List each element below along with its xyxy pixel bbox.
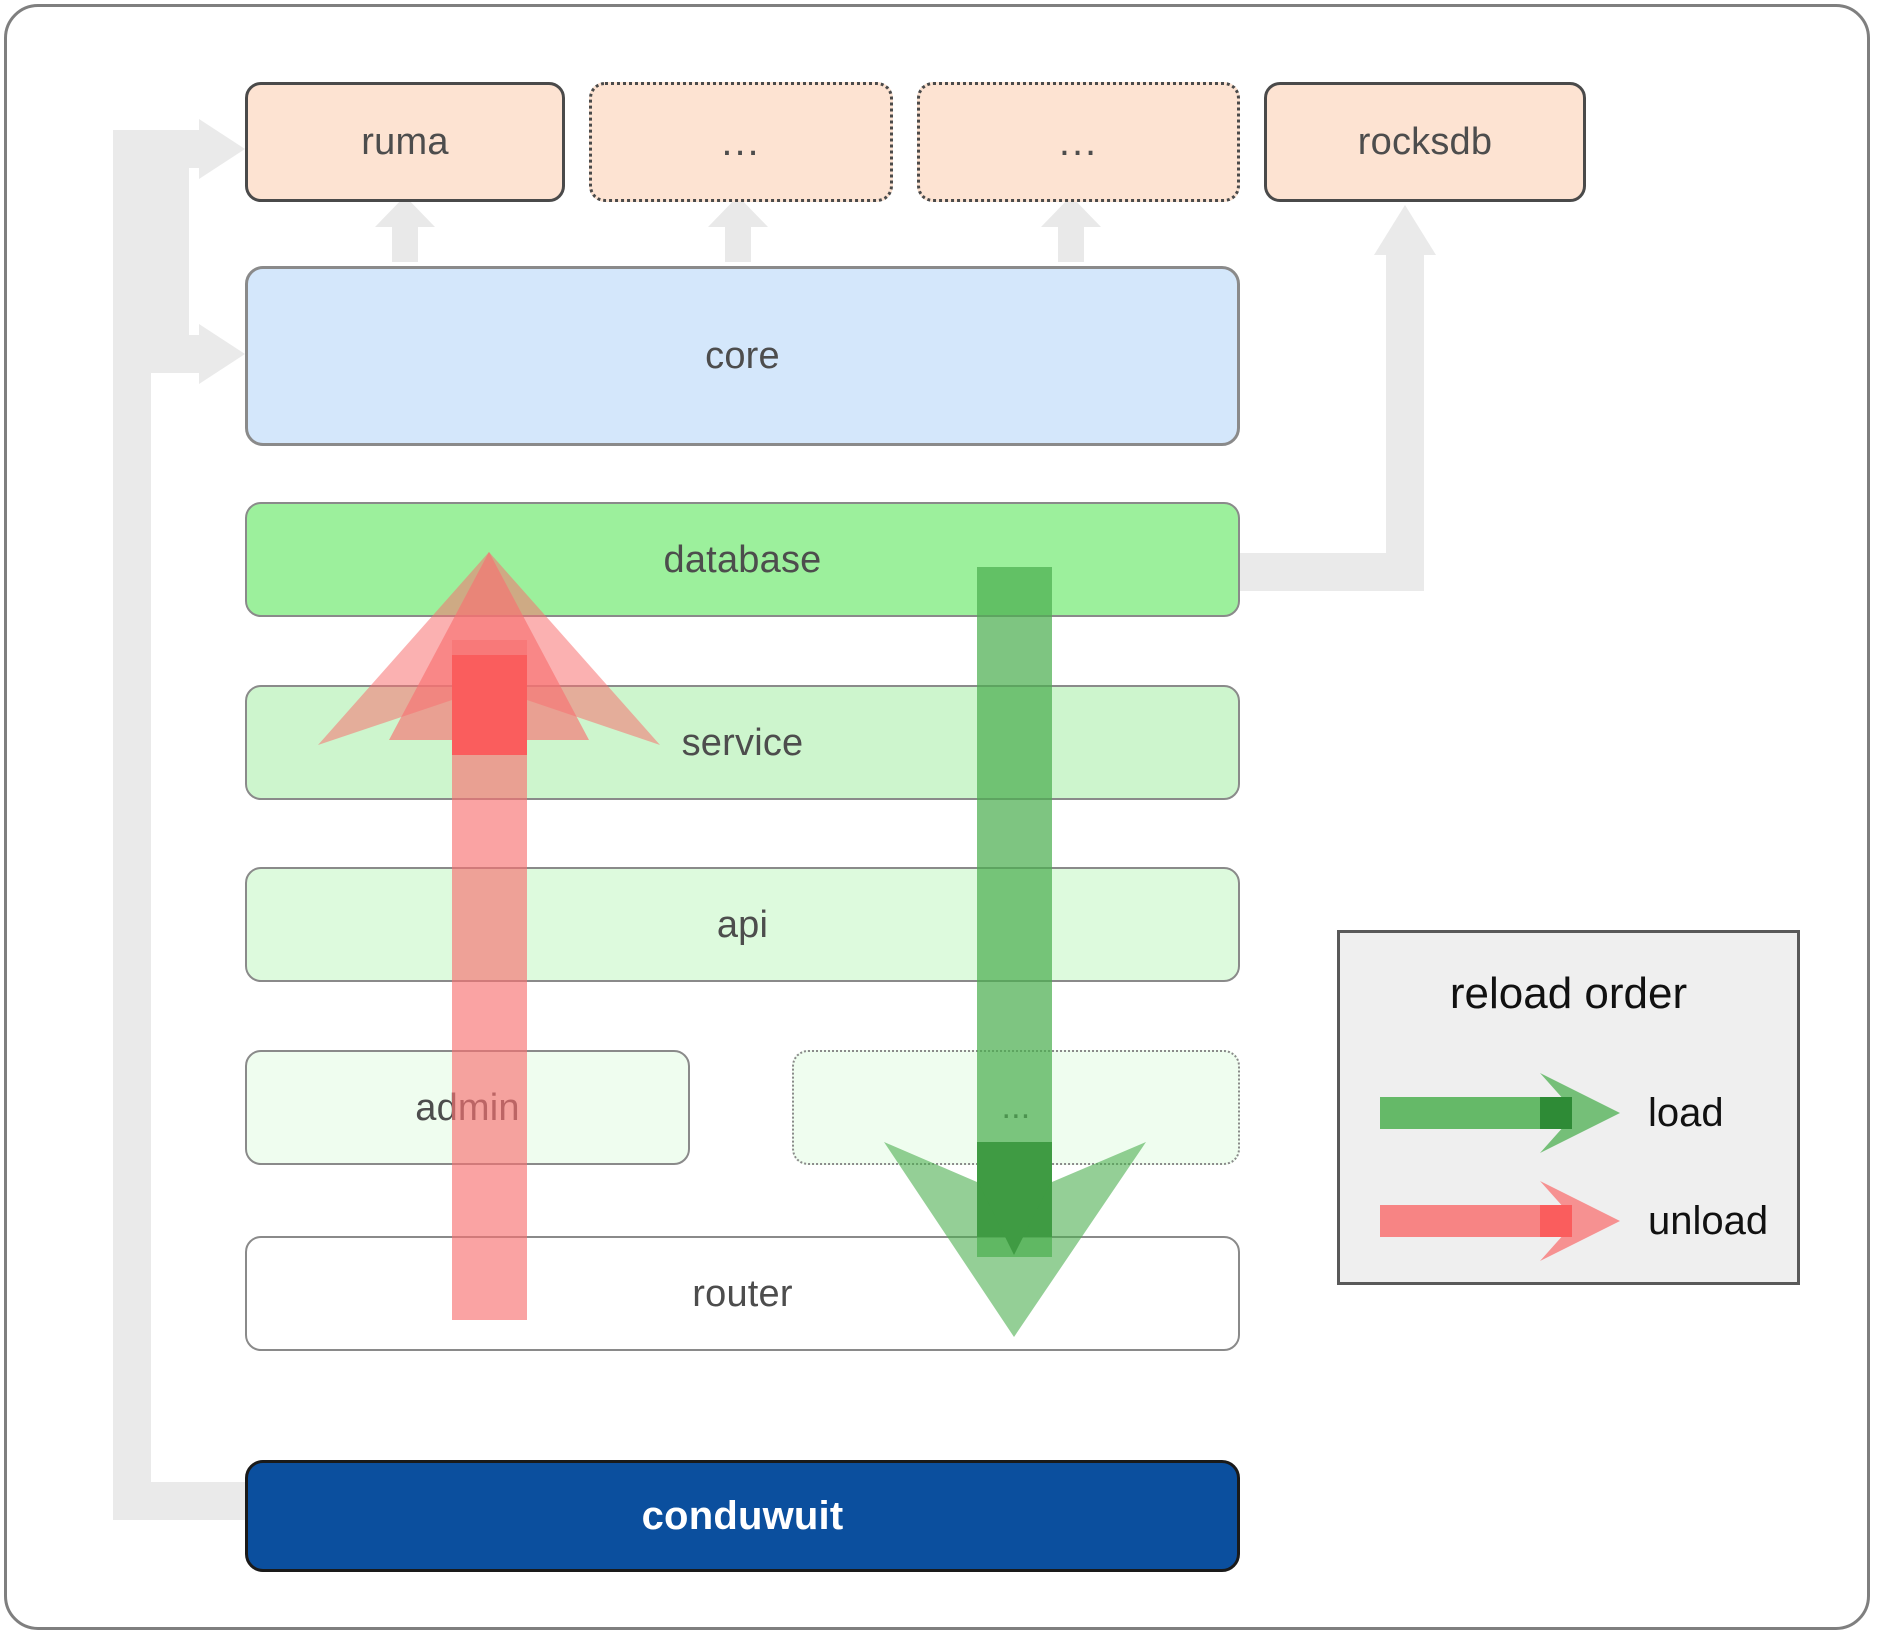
legend-row-unload: unload	[1380, 1181, 1770, 1261]
layer-box-admin[interactable]: admin	[245, 1050, 690, 1165]
dependency-box-ruma[interactable]: ruma	[245, 82, 565, 202]
dependency-label-ellipsis-2: ...	[1058, 120, 1099, 164]
legend-label-load: load	[1648, 1090, 1724, 1135]
dependency-label-ruma: ruma	[361, 121, 449, 163]
legend-title: reload order	[1449, 969, 1688, 1018]
layer-box-api[interactable]: api	[245, 867, 1240, 982]
layer-label-api: api	[716, 903, 769, 946]
layer-box-router[interactable]: router	[245, 1236, 1240, 1351]
layer-label-ellipsis: ...	[1001, 1087, 1031, 1126]
dependency-label-ellipsis-1: ...	[721, 120, 761, 164]
layer-label-admin: admin	[415, 1086, 520, 1129]
legend-row-load: load	[1380, 1073, 1770, 1153]
legend-unload-arrow-icon	[1380, 1181, 1620, 1261]
dependency-label-rocksdb: rocksdb	[1357, 121, 1493, 163]
dependency-box-ellipsis-2[interactable]: ...	[917, 82, 1240, 202]
dependency-box-ellipsis-1[interactable]: ...	[589, 82, 893, 202]
layer-label-service: service	[681, 721, 804, 764]
layer-box-ellipsis[interactable]: ...	[792, 1050, 1240, 1165]
layer-label-database: database	[663, 538, 822, 581]
core-label: core	[705, 335, 780, 377]
dependency-box-rocksdb[interactable]: rocksdb	[1264, 82, 1586, 202]
legend-load-arrow-icon	[1380, 1073, 1620, 1153]
legend-panel: reload order load unload	[1337, 930, 1800, 1285]
layer-box-service[interactable]: service	[245, 685, 1240, 800]
layer-label-router: router	[692, 1272, 793, 1315]
binary-label-conduwuit: conduwuit	[641, 1494, 844, 1538]
diagram-frame	[4, 4, 1870, 1630]
core-box[interactable]: core	[245, 266, 1240, 446]
layer-box-database[interactable]: database	[245, 502, 1240, 617]
binary-box-conduwuit[interactable]: conduwuit	[245, 1460, 1240, 1572]
legend-label-unload: unload	[1648, 1198, 1769, 1243]
